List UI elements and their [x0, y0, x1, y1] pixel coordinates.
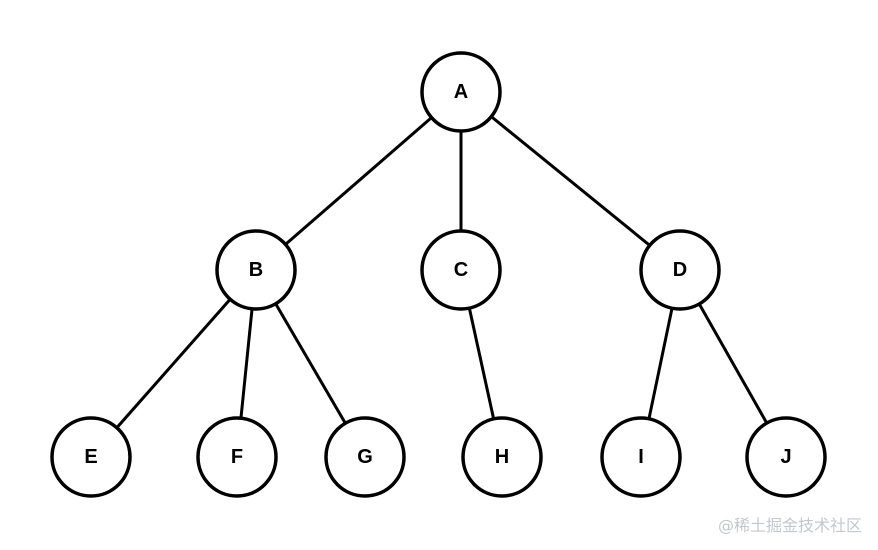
- node-circle: [461, 416, 543, 498]
- node-j: J: [745, 416, 827, 498]
- edge-b-e: [89, 269, 258, 458]
- edge-a-b: [255, 90, 462, 272]
- node-d: D: [639, 229, 721, 311]
- node-circle: [420, 51, 502, 133]
- node-circle: [600, 416, 682, 498]
- node-f: F: [196, 416, 278, 498]
- node-b: B: [215, 229, 297, 311]
- nodes-layer: A B C D E F G H I J: [50, 51, 827, 498]
- watermark-text: @稀土掘金技术社区: [717, 516, 862, 535]
- node-a: A: [420, 51, 502, 133]
- node-circle: [420, 229, 502, 311]
- node-label: C: [454, 259, 468, 281]
- node-label: J: [780, 446, 791, 468]
- node-circle: [196, 416, 278, 498]
- node-circle: [215, 229, 297, 311]
- node-label: F: [231, 446, 243, 468]
- node-label: D: [673, 259, 687, 281]
- node-e: E: [50, 416, 132, 498]
- node-label: H: [495, 446, 509, 468]
- node-circle: [745, 416, 827, 498]
- node-c: C: [420, 229, 502, 311]
- node-circle: [324, 416, 406, 498]
- node-label: I: [638, 446, 644, 468]
- node-h: H: [461, 416, 543, 498]
- node-i: I: [600, 416, 682, 498]
- node-circle: [639, 229, 721, 311]
- node-label: E: [84, 446, 97, 468]
- edge-a-d: [460, 90, 681, 272]
- node-g: G: [324, 416, 406, 498]
- node-label: B: [249, 259, 263, 281]
- node-label: G: [357, 446, 373, 468]
- node-label: A: [454, 81, 468, 103]
- node-circle: [50, 416, 132, 498]
